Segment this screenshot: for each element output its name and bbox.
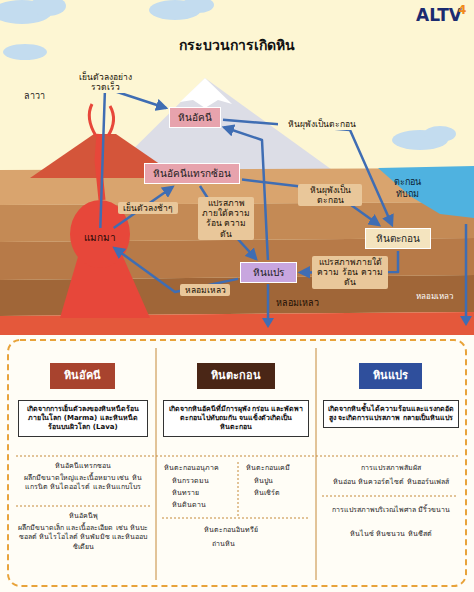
dividers: [16, 348, 458, 580]
diagram-title: กระบวนการเกิดหิน: [0, 34, 474, 56]
edge-label: เย็นตัวลงช้าๆ: [118, 202, 178, 214]
note-label: หินตะกอนอินทรีย์: [204, 526, 258, 535]
arrow-head: [460, 316, 472, 326]
note-label: ผลึกมีขนาดเล็ก และเนื้อละเอียด เช่น หินบ…: [18, 524, 148, 552]
note-label: ตะกอน ทับถม: [384, 176, 430, 200]
note-label: การแปรสภาพสัมผัส: [326, 464, 456, 473]
edge-label: แปรสภาพภายใต้ความ ร้อน ความดัน: [312, 256, 388, 289]
note-label: หินปูน: [254, 477, 273, 486]
magma-label: แมกมา: [81, 230, 119, 245]
note-label: หินอ่อน หินควอร์ตไซต์ หินฮอร์นเฟลส์: [326, 478, 456, 487]
ocean: [378, 166, 474, 218]
logo-text: 4: [458, 2, 466, 18]
process-arrow: [224, 127, 268, 260]
rock-box: หินตะกอน: [365, 228, 431, 249]
note-label: หินทราย: [172, 489, 199, 498]
node-text: หินแปร: [253, 266, 284, 279]
rock-box: หินอัคนี: [169, 107, 221, 128]
edge-label: หินผุพังเป็น ตะกอน: [298, 184, 362, 206]
note-label: ลาวา: [24, 90, 45, 102]
type-header: หินแปร: [359, 363, 422, 389]
description-box: เกิดจากหินอัคนีที่มีการผุพัง กร่อน และพั…: [163, 400, 309, 437]
node-text: แมกมา: [84, 231, 116, 244]
note-label: หลอมเหลว: [416, 292, 453, 303]
type-header: หินตะกอน: [197, 363, 275, 389]
type-header: หินอัคนี: [50, 363, 115, 389]
note-label: หินอัคนีพุ: [18, 512, 148, 521]
node-text: หินอัคนีแทรกซ้อน: [153, 167, 231, 180]
edge-label: หลอมเหลว: [180, 284, 230, 296]
melt-arrow: [465, 224, 468, 318]
node-text: เกิดจากหินชั้นได้ความร้อนและแรงกดอัดสูง …: [328, 405, 454, 423]
rock-box: หินแปร: [240, 262, 297, 283]
melt-arrow: [267, 284, 270, 322]
description-box: เกิดจากหินชั้นได้ความร้อนและแรงกดอัดสูง …: [323, 400, 459, 428]
note-label: การแปรสภาพบริเวณไพศาล มีริ้วขนาน: [326, 506, 456, 515]
node-text: หินแปร: [373, 369, 408, 383]
note-label: หินไนซ์ หินชนวน หินชีสต์: [326, 530, 456, 539]
node-text: หินอัคนี: [64, 369, 101, 383]
note-label: ถ่านหิน: [212, 540, 235, 549]
node-text: เกิดจากการเย็นตัวลงของหินหนืดร้อนภายในโล…: [23, 405, 143, 432]
note-label: หินดินดาน: [172, 501, 206, 510]
edge-label: แปรสภาพ ภายใต้ความ ร้อน ความ ดัน: [198, 197, 254, 240]
note-label: หลอมเหลว: [276, 297, 319, 309]
note-label: หินอัคนีแทรกซอน: [18, 462, 148, 471]
note-label: หินเชิร์ต: [254, 489, 280, 498]
node-text: หินอัคนี: [178, 111, 212, 124]
note-label: หินกรวดมน: [172, 477, 209, 486]
lava: [89, 104, 113, 136]
process-arrow: [242, 180, 379, 226]
summary-frame: [8, 340, 466, 586]
note-label: หินตะกอนเคมี: [246, 464, 290, 473]
logo-text: ALTV: [416, 4, 462, 27]
sky: [0, 0, 474, 335]
note-label: หินตะกอนอนุภาค: [164, 464, 219, 473]
node-text: หินตะกอน: [211, 369, 261, 383]
edge-label: เย็นตัวลงอย่าง รวดเร็ว: [69, 71, 141, 93]
description-box: เกิดจากการเย็นตัวลงของหินหนืดร้อนภายในโล…: [18, 400, 148, 437]
node-text: เกิดจากหินอัคนีที่มีการผุพัง กร่อน และพั…: [168, 405, 304, 432]
note-label: ผลึกมีขนาดใหญ่และเนื้อหยาบ เช่น หินแกรนิ…: [18, 474, 148, 493]
arrow-head: [262, 318, 274, 328]
snow-cap: [180, 78, 232, 108]
node-text: หินตะกอน: [376, 232, 420, 245]
edge-label: หินผุพังเป็นตะกอน: [278, 118, 366, 130]
rock-box: หินอัคนีแทรกซ้อน: [144, 163, 240, 184]
